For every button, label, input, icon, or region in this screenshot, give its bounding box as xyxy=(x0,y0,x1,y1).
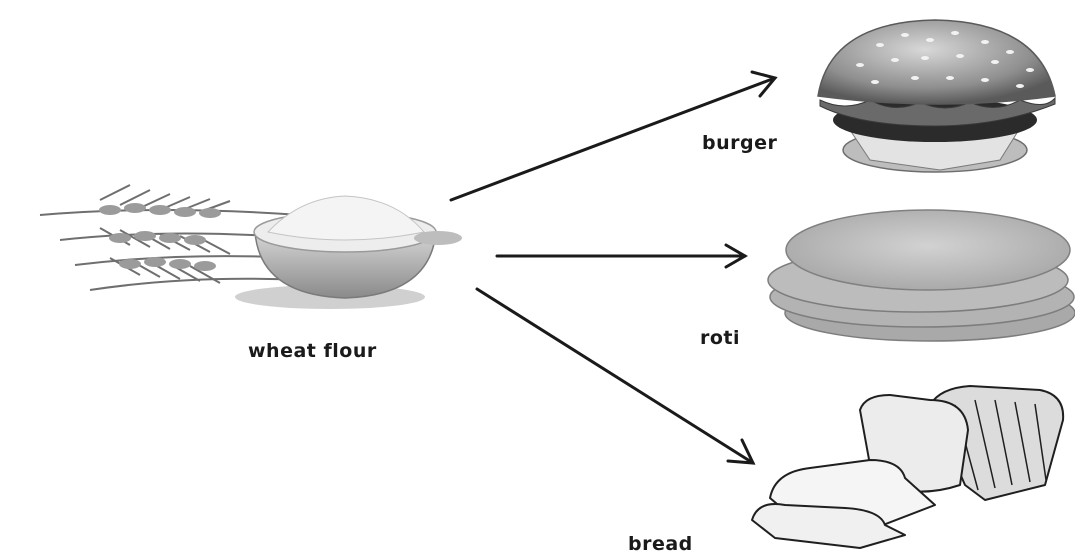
label-bread: bread xyxy=(628,533,693,555)
wheat-flour-image xyxy=(40,185,462,309)
burger-image xyxy=(818,20,1055,172)
flour-scoop xyxy=(414,231,462,245)
roti-layer-1 xyxy=(786,210,1070,290)
label-wheat-flour: wheat flour xyxy=(248,340,377,362)
flour-mound xyxy=(268,196,424,240)
arrow-to-roti xyxy=(497,245,745,267)
bread-image xyxy=(752,386,1063,548)
label-roti: roti xyxy=(700,327,740,349)
arrow-to-bread xyxy=(477,289,753,463)
burger-top-bun xyxy=(818,20,1055,104)
roti-image xyxy=(768,210,1075,341)
label-burger: burger xyxy=(702,132,777,154)
